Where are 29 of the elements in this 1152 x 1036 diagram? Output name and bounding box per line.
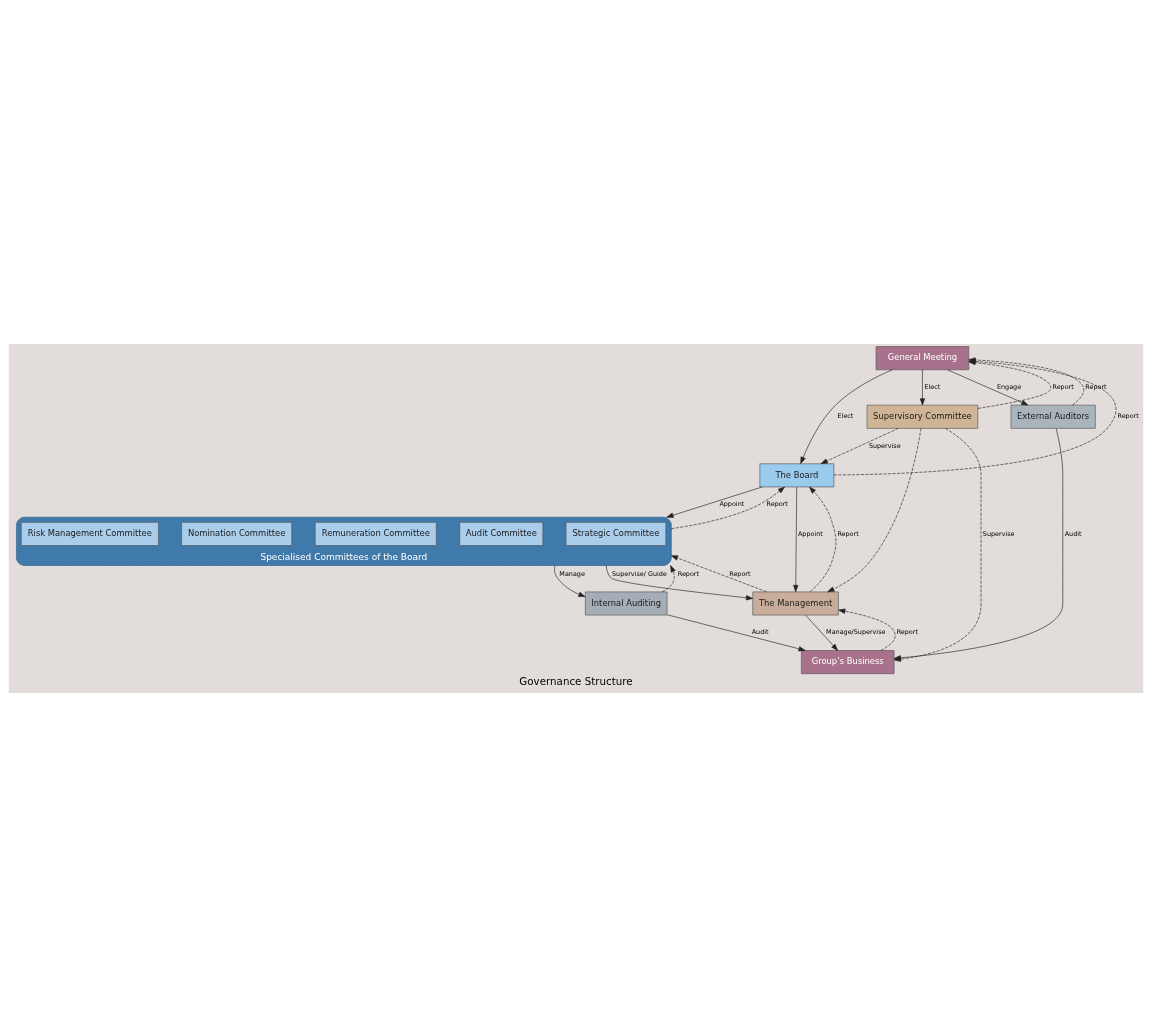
arrow <box>838 608 896 651</box>
arrow <box>809 486 837 592</box>
node-box: External Auditors <box>1010 404 1096 429</box>
arrow <box>947 369 1029 405</box>
node-box: The Board <box>759 462 835 487</box>
node-box: Nomination Committee <box>181 521 293 546</box>
node-box: Risk Management Committee <box>20 521 159 546</box>
arrow <box>805 614 839 651</box>
arrow <box>793 486 799 592</box>
arrow <box>820 427 899 464</box>
node-box: Remuneration Committee <box>314 521 437 546</box>
arrow <box>554 564 586 597</box>
node-box: Internal Auditing <box>585 591 668 615</box>
arrow <box>667 613 806 651</box>
caption: Governance Structure <box>519 674 633 686</box>
arrow <box>919 369 925 405</box>
node-box: The Management <box>752 591 839 615</box>
arrow <box>670 486 785 529</box>
arrow <box>605 564 754 600</box>
arrow <box>670 554 767 592</box>
node-box: Group’s Business <box>801 649 895 674</box>
node-box: Audit Committee <box>459 521 544 546</box>
node-box: Supervisory Committee <box>866 404 979 429</box>
arrow <box>800 368 893 464</box>
arrow <box>666 486 763 518</box>
arrow <box>827 427 922 592</box>
node-box: Strategic Committee <box>565 521 667 546</box>
node-box: General Meeting <box>875 345 970 370</box>
arrow <box>661 564 676 592</box>
